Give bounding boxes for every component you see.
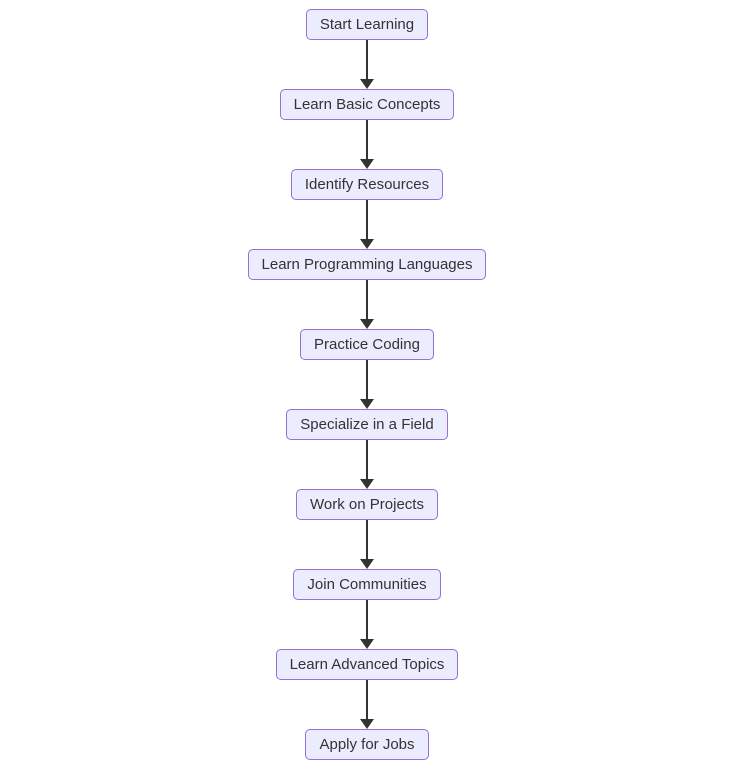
arrowhead-icon [360,719,374,729]
flow-node-learn-advanced-topics: Learn Advanced Topics [275,649,459,680]
arrow-connector [360,200,374,249]
arrow-connector [360,440,374,489]
arrow-connector [360,360,374,409]
arrow-line [366,440,368,479]
flow-node-join-communities: Join Communities [293,569,441,600]
arrowhead-icon [360,159,374,169]
arrow-connector [360,680,374,729]
arrow-line [366,200,368,239]
arrowhead-icon [360,399,374,409]
flow-node-apply-for-jobs: Apply for Jobs [305,729,429,760]
arrowhead-icon [360,639,374,649]
arrow-line [366,680,368,719]
flow-node-learn-basic-concepts: Learn Basic Concepts [279,89,455,120]
arrow-line [366,520,368,559]
arrow-connector [360,40,374,89]
flow-node-specialize-in-a-field: Specialize in a Field [286,409,448,440]
flowchart: Start Learning Learn Basic Concepts Iden… [0,9,734,760]
flow-node-practice-coding: Practice Coding [300,329,434,360]
arrow-line [366,40,368,79]
flow-node-work-on-projects: Work on Projects [296,489,438,520]
flow-node-identify-resources: Identify Resources [290,169,444,200]
arrowhead-icon [360,79,374,89]
arrowhead-icon [360,319,374,329]
arrowhead-icon [360,479,374,489]
flow-node-start-learning: Start Learning [305,9,429,40]
arrowhead-icon [360,559,374,569]
flow-node-learn-programming-languages: Learn Programming Languages [247,249,487,280]
arrow-connector [360,520,374,569]
arrow-line [366,600,368,639]
arrowhead-icon [360,239,374,249]
arrow-line [366,360,368,399]
arrow-connector [360,280,374,329]
arrow-connector [360,120,374,169]
arrow-connector [360,600,374,649]
arrow-line [366,120,368,159]
arrow-line [366,280,368,319]
